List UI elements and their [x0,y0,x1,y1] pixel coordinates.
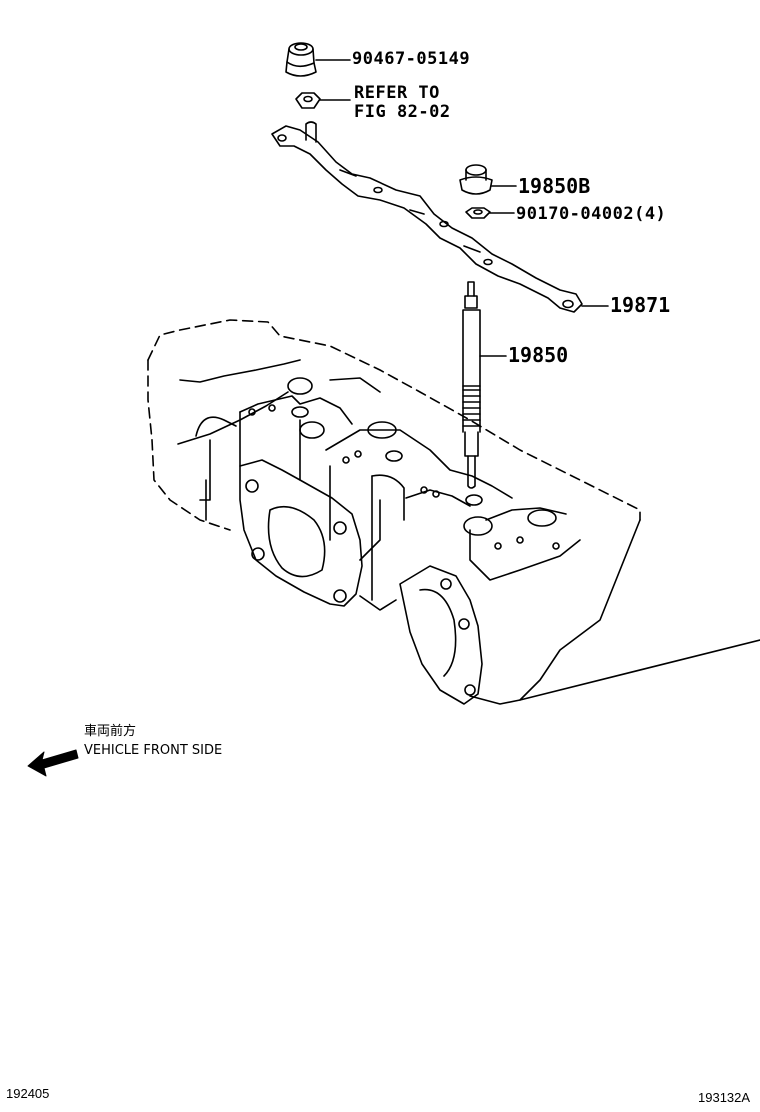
callout-refer-line2: FIG 82-02 [354,102,451,122]
callout-small-nut: 90170-04002(4) [516,204,667,224]
callout-refer-line1: REFER TO [354,83,440,103]
cap-nut-part [285,42,317,77]
footer-right-code: 193132A [698,1090,751,1105]
callout-bus-bar: 19871 [610,293,671,317]
vehicle-front-arrow-icon [27,749,79,777]
hex-nut-part [295,92,321,109]
glow-plug-part [462,281,481,489]
cylinder-head-part [147,319,760,705]
callout-glow-plug: 19850 [508,343,569,367]
small-nut-part [465,207,491,219]
footer-left-code: 192405 [6,1086,50,1101]
glow-plug-nut-part [459,164,493,195]
direction-note-english: VEHICLE FRONT SIDE [84,743,223,758]
callout-nut-b: 19850B [518,174,591,198]
bus-bar-part [271,121,583,313]
direction-note-japanese: 車両前方 [84,724,137,739]
callout-cap-nut: 90467-05149 [352,49,471,69]
